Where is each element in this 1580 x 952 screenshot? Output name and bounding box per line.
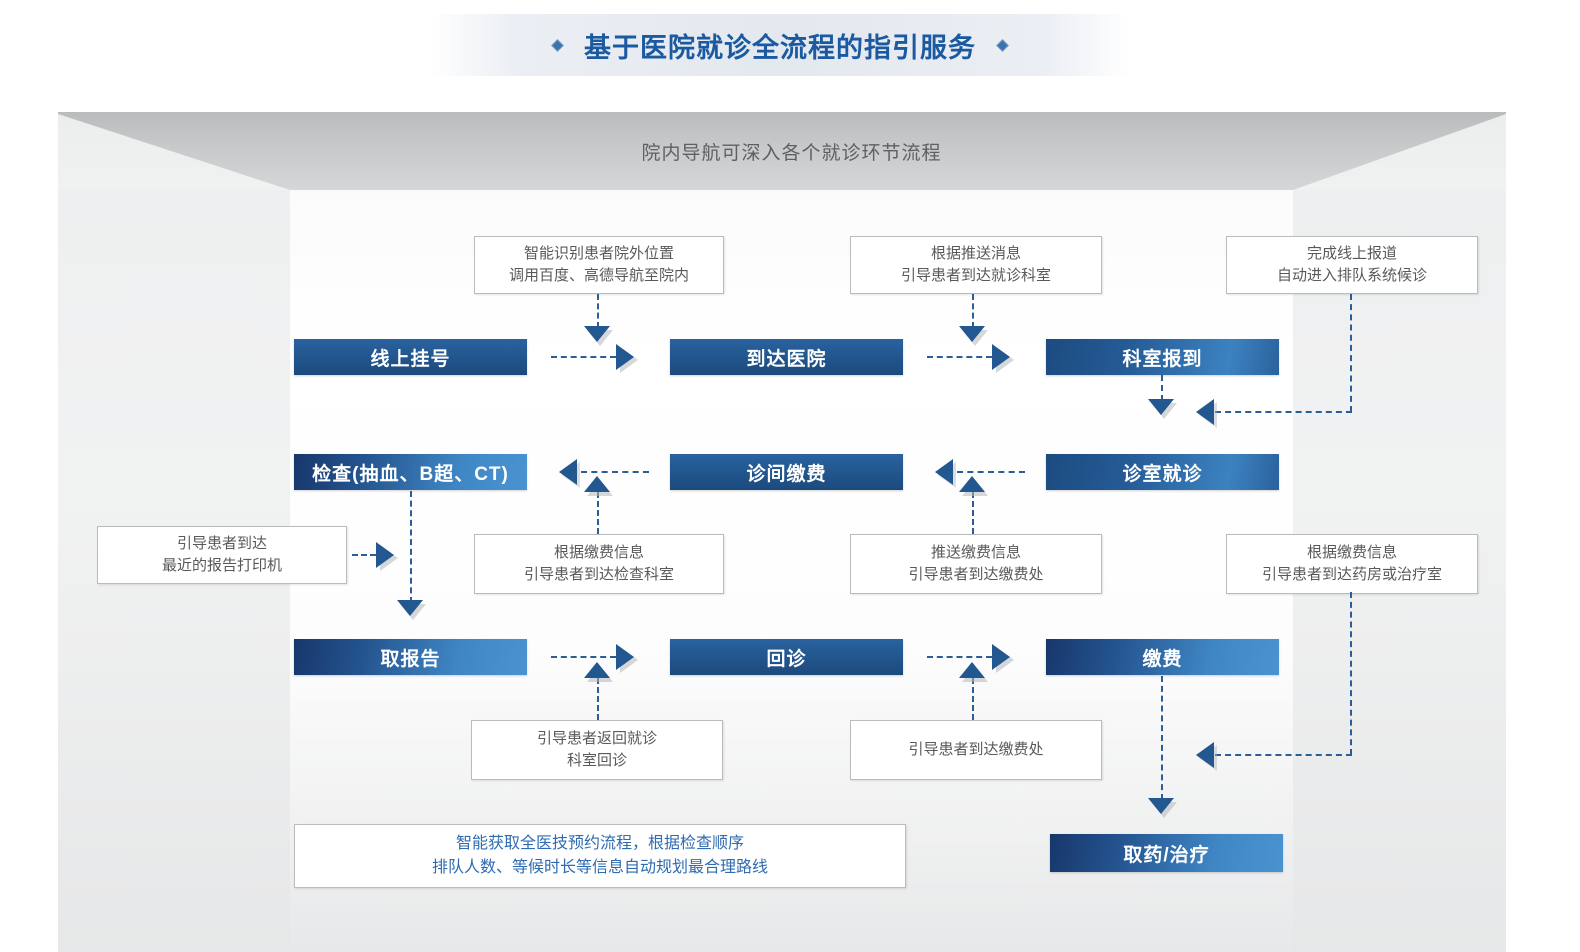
note-line-2: 引导患者到达药房或治疗室 [1261, 566, 1442, 583]
note-line-2: 引导患者到达缴费处 [908, 566, 1044, 583]
arrow-up-to-revisit-path [584, 662, 610, 678]
connector-payment-to-pickup [1161, 676, 1163, 800]
note-line-2: 排队人数、等候时长等信息自动规划最合理路线 [431, 859, 768, 876]
node-examination[interactable]: 检查(抽血、B超、CT) [294, 454, 527, 490]
node-get-report[interactable]: 取报告 [294, 639, 527, 675]
connector-note-push-message [972, 294, 974, 328]
connector-examination-to-report [410, 491, 412, 603]
node-clinic-payment[interactable]: 诊间缴费 [670, 454, 903, 490]
arrow-up-to-examination [584, 476, 610, 492]
note-line-2: 科室回诊 [566, 752, 627, 769]
note-pharmacy: 根据缴费信息 引导患者到达药房或治疗室 [1226, 534, 1478, 594]
connector-report-to-revisit [551, 656, 616, 658]
note-line-2: 调用百度、高德导航至院内 [508, 267, 689, 284]
connector-registration-to-arrive [551, 356, 616, 358]
node-label: 取药/治疗 [1123, 844, 1210, 866]
node-label: 线上挂号 [370, 348, 451, 370]
note-line-1: 完成线上报道 [1306, 244, 1397, 262]
connector-note-return-clinic [597, 678, 599, 720]
note-payment-desk: 推送缴费信息 引导患者到达缴费处 [850, 534, 1102, 594]
arrow-right-revisit-to-payment [992, 644, 1010, 670]
node-payment[interactable]: 缴费 [1046, 639, 1279, 675]
arrow-up-to-consultation-path [959, 476, 985, 492]
node-revisit[interactable]: 回诊 [670, 639, 903, 675]
note-line-2: 自动进入排队系统候诊 [1276, 267, 1427, 284]
page-title: 基于医院就诊全流程的指引服务 [584, 32, 976, 63]
node-department-checkin[interactable]: 科室报到 [1046, 339, 1279, 375]
diamond-icon-right [996, 38, 1009, 52]
node-label: 缴费 [1142, 648, 1183, 670]
connector-note-payment-desk [972, 492, 974, 534]
diagram-stage: 院内导航可深入各个就诊环节流程 智能识别患者院外位置 调用百度、高德导航至院内 … [0, 112, 1580, 952]
note-printer: 引导患者到达 最近的报告打印机 [97, 526, 347, 584]
page-title-banner: 基于医院就诊全流程的指引服务 [430, 14, 1130, 76]
note-navigation: 智能识别患者院外位置 调用百度、高德导航至院内 [474, 236, 724, 294]
arrow-left-to-pickup-path [1196, 742, 1214, 768]
arrow-right-note-printer [376, 542, 394, 568]
node-online-registration[interactable]: 线上挂号 [294, 339, 527, 375]
arrow-right-registration-to-arrive [616, 344, 634, 370]
note-exam-room: 根据缴费信息 引导患者到达检查科室 [474, 534, 724, 594]
node-label: 科室报到 [1122, 348, 1203, 370]
node-pickup-medicine[interactable]: 取药/治疗 [1050, 834, 1283, 872]
perspective-ceiling [58, 112, 1506, 190]
connector-note-goto-payment [972, 678, 974, 720]
note-smart-route: 智能获取全医技预约流程，根据检查顺序 排队人数、等候时长等信息自动规划最合理路线 [294, 824, 906, 888]
note-line-2: 最近的报告打印机 [161, 557, 282, 574]
arrow-right-arrive-to-checkin [992, 344, 1010, 370]
arrow-right-report-to-revisit [616, 644, 634, 670]
connector-revisit-to-payment [927, 656, 992, 658]
node-label: 取报告 [380, 648, 441, 670]
note-line-1: 智能获取全医技预约流程，根据检查顺序 [455, 835, 744, 852]
node-label: 回诊 [766, 648, 807, 670]
connector-consultation-to-clinicpay [957, 471, 1025, 473]
note-line-1: 根据缴费信息 [553, 543, 644, 561]
connector-note-pharmacy-horizontal [1215, 754, 1352, 756]
node-label: 检查(抽血、B超、CT) [312, 463, 509, 485]
arrow-down-to-department-checkin [959, 326, 985, 342]
arrow-left-consultation-to-clinicpay [935, 459, 953, 485]
note-line-1: 智能识别患者院外位置 [523, 244, 674, 262]
connector-note-online-report-vertical [1350, 294, 1352, 412]
note-line-1: 引导患者到达 [176, 534, 267, 552]
connector-note-printer [352, 554, 376, 556]
connector-note-navigation [597, 294, 599, 328]
note-line-1: 根据推送消息 [930, 244, 1021, 262]
note-line-1: 推送缴费信息 [930, 543, 1021, 561]
note-line-1: 引导患者返回就诊 [536, 729, 657, 747]
connector-clinicpay-to-exam [581, 471, 649, 473]
node-label: 诊间缴费 [746, 463, 827, 485]
connector-checkin-to-consultation [1161, 375, 1163, 401]
arrow-down-checkin-to-consultation [1148, 399, 1174, 415]
arrow-left-clinicpay-to-exam [559, 459, 577, 485]
arrow-down-examination-to-report [397, 600, 423, 616]
arrow-down-to-arrive-hospital [584, 326, 610, 342]
diamond-icon-left [551, 38, 564, 52]
connector-note-exam-room [597, 492, 599, 534]
note-line-1: 根据缴费信息 [1306, 543, 1397, 561]
connector-note-online-report-horizontal [1215, 411, 1352, 413]
note-goto-payment: 引导患者到达缴费处 [850, 720, 1102, 780]
note-return-clinic: 引导患者返回就诊 科室回诊 [471, 720, 723, 780]
note-line-2: 引导患者到达就诊科室 [900, 267, 1051, 284]
node-consultation[interactable]: 诊室就诊 [1046, 454, 1279, 490]
connector-note-pharmacy-vertical [1350, 592, 1352, 755]
arrow-left-to-consultation [1196, 399, 1214, 425]
note-online-report: 完成线上报道 自动进入排队系统候诊 [1226, 236, 1478, 294]
node-label: 诊室就诊 [1122, 463, 1203, 485]
node-label: 到达医院 [746, 348, 827, 370]
note-push-message: 根据推送消息 引导患者到达就诊科室 [850, 236, 1102, 294]
note-line-1: 引导患者到达缴费处 [908, 740, 1044, 758]
node-arrive-hospital[interactable]: 到达医院 [670, 339, 903, 375]
arrow-down-payment-to-pickup [1148, 798, 1174, 814]
note-line-2: 引导患者到达检查科室 [523, 566, 674, 583]
connector-arrive-to-checkin [927, 356, 992, 358]
arrow-up-to-payment-path [959, 662, 985, 678]
stage-header-label: 院内导航可深入各个就诊环节流程 [641, 142, 942, 164]
